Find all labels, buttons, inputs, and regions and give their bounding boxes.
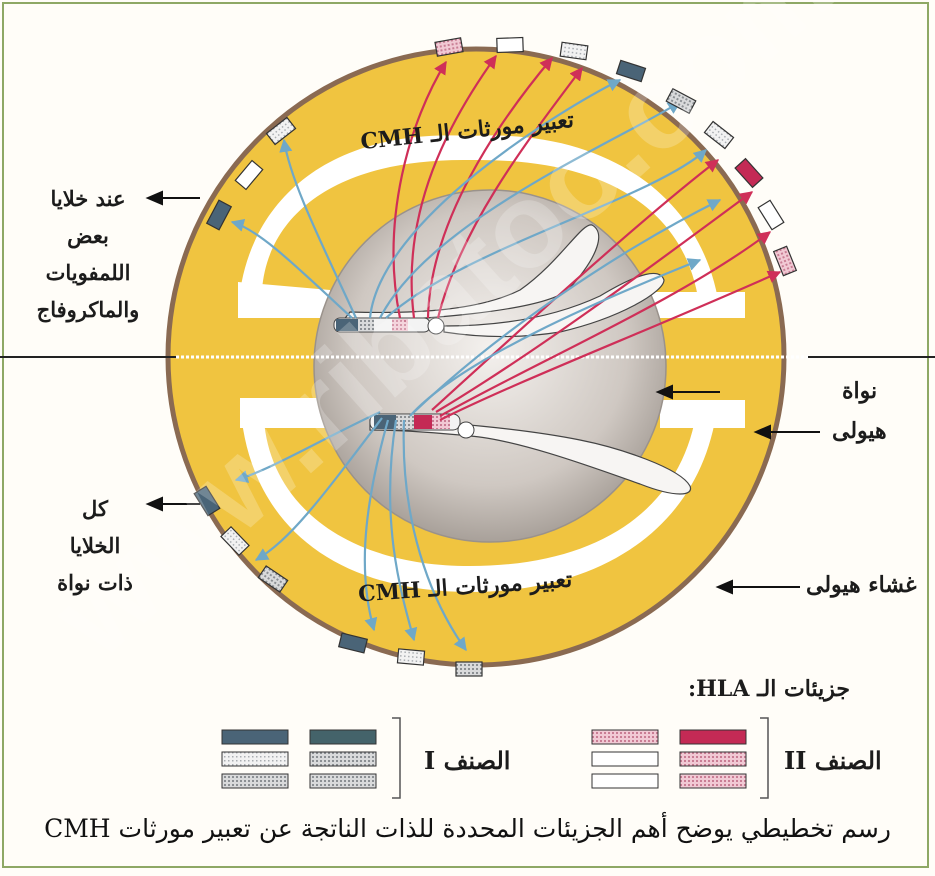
left-top-line-2: بعض <box>28 217 148 254</box>
nucleus-label: نواة <box>842 378 877 404</box>
legend-class-i-label: الصنف I <box>424 746 510 775</box>
left-bottom-line-1: كل <box>40 490 150 527</box>
legend-class-ii-label: الصنف II <box>784 746 882 775</box>
cell-membrane-label: غشاء هيولى <box>806 572 916 598</box>
figure-caption: رسم تخطيطي يوضح أهم الجزيئات المحددة للذ… <box>20 814 915 843</box>
left-top-label: عند خلايا بعض اللمفويات والماكروفاج <box>28 180 148 328</box>
left-bottom-label: كل الخلايا ذات نواة <box>40 490 150 601</box>
lower-band-red <box>414 415 432 429</box>
legend-bracket-class-ii <box>760 718 768 798</box>
cytoplasm-label: هيولى <box>832 418 887 444</box>
left-top-line-1: عند خلايا <box>28 180 148 217</box>
legend-class-ii-boxes <box>592 730 746 788</box>
legend-title: جزيئات الـ HLA: <box>688 676 850 702</box>
left-bottom-line-3: ذات نواة <box>40 564 150 601</box>
lower-white-channel-arm-right <box>660 400 745 428</box>
left-bottom-line-2: الخلايا <box>40 527 150 564</box>
left-top-line-3: اللمفويات <box>28 254 148 291</box>
lower-centromere <box>458 422 474 438</box>
legend-class-i-boxes <box>222 730 376 788</box>
left-top-line-4: والماكروفاج <box>28 291 148 328</box>
legend-bracket-class-i <box>392 718 400 798</box>
